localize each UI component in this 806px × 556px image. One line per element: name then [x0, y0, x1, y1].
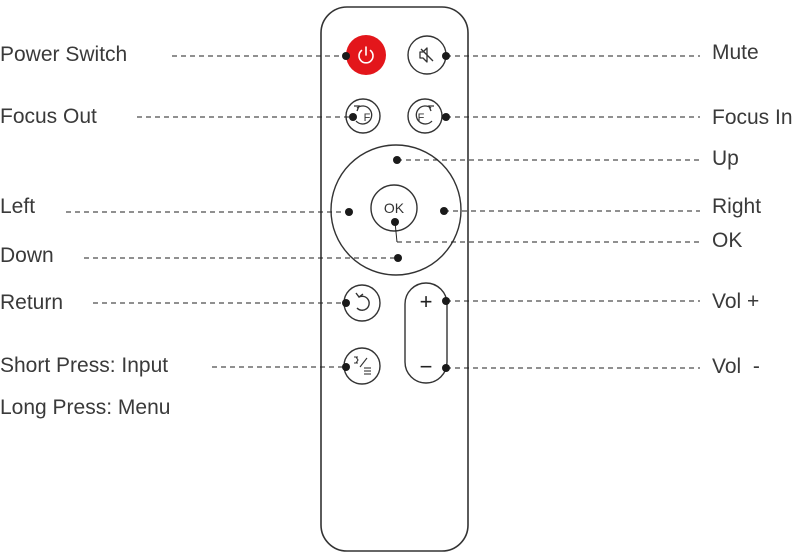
label-focus-in: Focus In [712, 106, 793, 129]
label-ok: OK [712, 229, 743, 252]
ok-button-text: OK [384, 200, 405, 216]
leader-lines [66, 55, 700, 369]
label-vol-minus: Vol - [712, 355, 760, 378]
dot-up [393, 156, 401, 164]
power-button[interactable] [346, 35, 386, 75]
dot-return [342, 299, 350, 307]
label-down: Down [0, 244, 54, 267]
label-short-press: Short Press: Input [0, 354, 169, 377]
label-long-press: Long Press: Menu [0, 396, 171, 419]
dot-vol-minus [442, 364, 450, 372]
dot-vol-plus [442, 297, 450, 305]
focus-in-letter: F [418, 112, 425, 124]
dot-input [342, 363, 350, 371]
dot-right [440, 207, 448, 215]
return-icon [355, 292, 370, 311]
input-menu-icon [354, 356, 371, 375]
label-right: Right [712, 195, 762, 218]
label-left: Left [0, 195, 36, 218]
power-icon [358, 46, 374, 64]
return-button[interactable] [343, 284, 381, 322]
vol-minus-symbol: − [420, 354, 433, 379]
focus-out-icon: F [354, 105, 373, 125]
dot-power [342, 52, 350, 60]
label-return: Return [0, 291, 64, 314]
label-vol-plus: Vol + [712, 290, 760, 313]
dot-left [345, 208, 353, 216]
label-power-switch: Power Switch [0, 43, 128, 66]
leader-dots [342, 52, 450, 372]
focus-in-button[interactable]: F [407, 98, 443, 134]
dot-ok [391, 218, 399, 226]
vol-plus-symbol: + [420, 289, 433, 314]
focus-out-button[interactable]: F [345, 98, 381, 134]
dot-down [394, 254, 402, 262]
label-focus-out: Focus Out [0, 105, 97, 128]
mute-icon [419, 47, 434, 63]
dot-focus-out [349, 113, 357, 121]
ok-button[interactable]: OK [370, 184, 418, 232]
volume-rocker[interactable]: + − [404, 282, 448, 384]
dot-focus-in [442, 113, 450, 121]
remote-body [320, 6, 469, 552]
label-mute: Mute [712, 41, 759, 64]
label-up: Up [712, 147, 739, 170]
mute-button[interactable] [407, 35, 447, 75]
focus-out-letter: F [364, 112, 371, 124]
dot-mute [442, 52, 450, 60]
focus-in-icon: F [415, 105, 434, 125]
